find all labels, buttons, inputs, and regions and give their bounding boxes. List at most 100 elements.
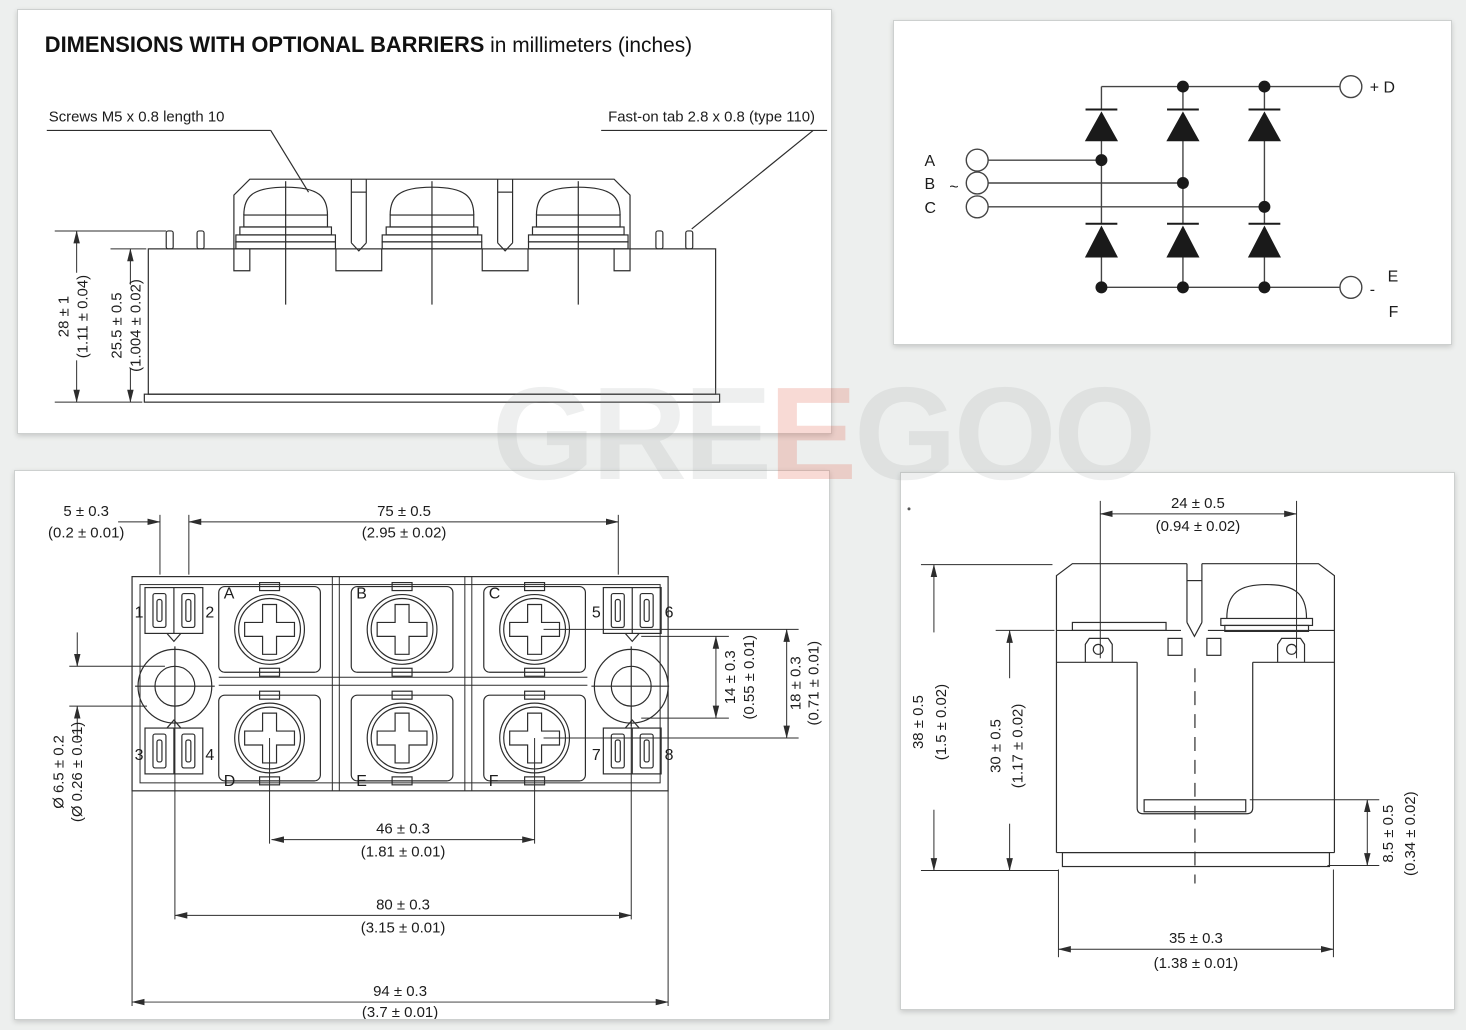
faston-block xyxy=(144,719,204,775)
terminal-label-b: B xyxy=(356,586,367,603)
module-top-view-drawing: A B C D E F 1 2 3 4 5 6 7 8 5 ± 0.3 (0.2… xyxy=(48,503,823,1019)
terminal-a-circle xyxy=(965,148,989,172)
dim-30-mm: 30 ± 0.5 xyxy=(988,719,1005,773)
center-slot xyxy=(1186,563,1203,638)
terminal-pos-circle xyxy=(1339,74,1363,99)
label-phase-b: B xyxy=(925,176,936,193)
dim-35-mm: 35 ± 0.3 xyxy=(1169,930,1223,947)
dim-38-in: (1.5 ± 0.02) xyxy=(933,684,950,760)
label-output-e: E xyxy=(1388,268,1399,285)
dim-46-in: (1.81 ± 0.01) xyxy=(361,844,446,861)
terminal-screw-side xyxy=(235,181,337,305)
dim-38-mm: 38 ± 0.5 xyxy=(910,695,927,749)
mounting-hole xyxy=(591,646,670,727)
dim-28-in: (1.11 ± 0.04) xyxy=(75,275,92,358)
mounting-ear xyxy=(1084,637,1113,663)
dimension-lines-height xyxy=(54,230,167,403)
dim-80-in: (3.15 ± 0.01) xyxy=(361,919,446,936)
dim-5-mm: 5 ± 0.3 xyxy=(63,503,109,520)
tab-number-8: 8 xyxy=(665,747,674,764)
terminal-label-c: C xyxy=(489,586,501,603)
diode-upper xyxy=(1084,108,1119,142)
dim-24-in: (0.94 ± 0.02) xyxy=(1156,518,1241,535)
dim-46-mm: 46 ± 0.3 xyxy=(376,821,430,838)
base-notch xyxy=(335,248,383,272)
faston-block xyxy=(602,719,662,775)
dimension-lines-end-view xyxy=(920,500,1380,958)
faston-pin xyxy=(196,230,205,250)
title-bold: DIMENSIONS WITH OPTIONAL BARRIERS xyxy=(45,32,485,57)
dim-14-in: (0.55 ± 0.01) xyxy=(741,635,758,720)
dim-24-mm: 24 ± 0.5 xyxy=(1171,495,1225,512)
label-output-positive: + D xyxy=(1370,80,1395,97)
terminal-screw-top xyxy=(218,581,321,677)
terminal-screw-top xyxy=(350,690,454,786)
dim-94-in: (3.7 ± 0.01) xyxy=(362,1004,438,1019)
dim-18-in: (0.71 ± 0.01) xyxy=(806,641,823,726)
terminal-label-f: F xyxy=(489,773,499,790)
dim-5-in: (0.2 ± 0.01) xyxy=(48,525,124,542)
dim-hole-mm: Ø 6.5 ± 0.2 xyxy=(50,735,67,809)
module-end-view-drawing: 24 ± 0.5 (0.94 ± 0.02) 38 ± 0.5 (1.5 ± 0… xyxy=(907,495,1419,972)
bridge-rectifier-schematic: A B C ~ + D E - F xyxy=(925,74,1399,321)
terminal-screw-side xyxy=(381,181,483,305)
module-inner-outline xyxy=(139,584,661,784)
dim-35-in: (1.38 ± 0.01) xyxy=(1154,955,1239,972)
dim-30-in: (1.17 ± 0.02) xyxy=(1010,704,1027,789)
dim-18-mm: 18 ± 0.3 xyxy=(788,656,805,710)
dim-25-5-in: (1.004 ± 0.02) xyxy=(127,279,144,372)
barrier-slot xyxy=(497,179,514,252)
dim-14-mm: 14 ± 0.3 xyxy=(722,650,739,704)
label-phase-a: A xyxy=(925,153,936,170)
dim-94-mm: 94 ± 0.3 xyxy=(373,983,427,1000)
diode-lower xyxy=(1166,222,1200,258)
base-notch xyxy=(481,248,529,272)
dim-80-mm: 80 ± 0.3 xyxy=(376,896,430,913)
junction-dots xyxy=(1095,80,1271,294)
terminal-label-d: D xyxy=(224,773,236,790)
terminal-label-a: A xyxy=(224,586,235,603)
terminal-b-circle xyxy=(965,171,989,195)
title-units: in millimeters (inches) xyxy=(484,34,692,57)
label-phase-c: C xyxy=(925,200,936,217)
faston-pin xyxy=(655,230,664,250)
panel-top-view-dimensions: A B C D E F 1 2 3 4 5 6 7 8 5 ± 0.3 (0.2… xyxy=(14,470,830,1020)
base-notch xyxy=(233,248,251,272)
callout-screws-leader xyxy=(270,130,310,193)
faston-block xyxy=(144,586,204,643)
dim-75-mm: 75 ± 0.5 xyxy=(377,503,431,520)
panel-side-view-dimensions: DIMENSIONS WITH OPTIONAL BARRIERS in mil… xyxy=(17,9,832,434)
faston-pin xyxy=(685,230,694,250)
diode-upper xyxy=(1166,108,1200,142)
dim-8-5-mm: 8.5 ± 0.5 xyxy=(1380,805,1397,863)
dim-28-mm: 28 ± 1 xyxy=(56,296,73,337)
tab-number-3: 3 xyxy=(135,747,144,764)
callout-screws-label: Screws M5 x 0.8 length 10 xyxy=(49,108,225,125)
diode-upper xyxy=(1247,108,1282,142)
label-output-minus: - xyxy=(1370,281,1375,298)
callout-faston-leader xyxy=(691,129,814,230)
dimension-lines-top-view xyxy=(69,514,799,1007)
page-title: DIMENSIONS WITH OPTIONAL BARRIERS in mil… xyxy=(45,32,692,57)
panel-end-view-dimensions: 24 ± 0.5 (0.94 ± 0.02) 38 ± 0.5 (1.5 ± 0… xyxy=(900,472,1455,1010)
tab-number-4: 4 xyxy=(205,747,214,764)
tab-number-2: 2 xyxy=(205,604,214,621)
faston-pin xyxy=(165,230,174,250)
dim-25-5-mm: 25.5 ± 0.5 xyxy=(108,292,125,358)
terminal-label-e: E xyxy=(356,773,367,790)
terminal-deck xyxy=(1056,621,1335,663)
dim-75-in: (2.95 ± 0.02) xyxy=(362,525,447,542)
module-body-outline xyxy=(143,178,721,403)
screw-dome-end xyxy=(1220,583,1314,633)
terminal-screw-top xyxy=(350,581,454,677)
label-output-f: F xyxy=(1389,304,1399,321)
tab-number-1: 1 xyxy=(135,604,144,621)
terminal-neg-circle xyxy=(1339,275,1363,299)
stray-dot xyxy=(907,507,911,511)
label-ac-symbol: ~ xyxy=(949,179,958,196)
callout-faston-label: Fast-on tab 2.8 x 0.8 (type 110) xyxy=(608,108,815,125)
tab-number-6: 6 xyxy=(665,604,674,621)
mounting-hole xyxy=(135,646,215,727)
diode-lower xyxy=(1247,222,1281,258)
barrier-slot xyxy=(350,179,367,252)
